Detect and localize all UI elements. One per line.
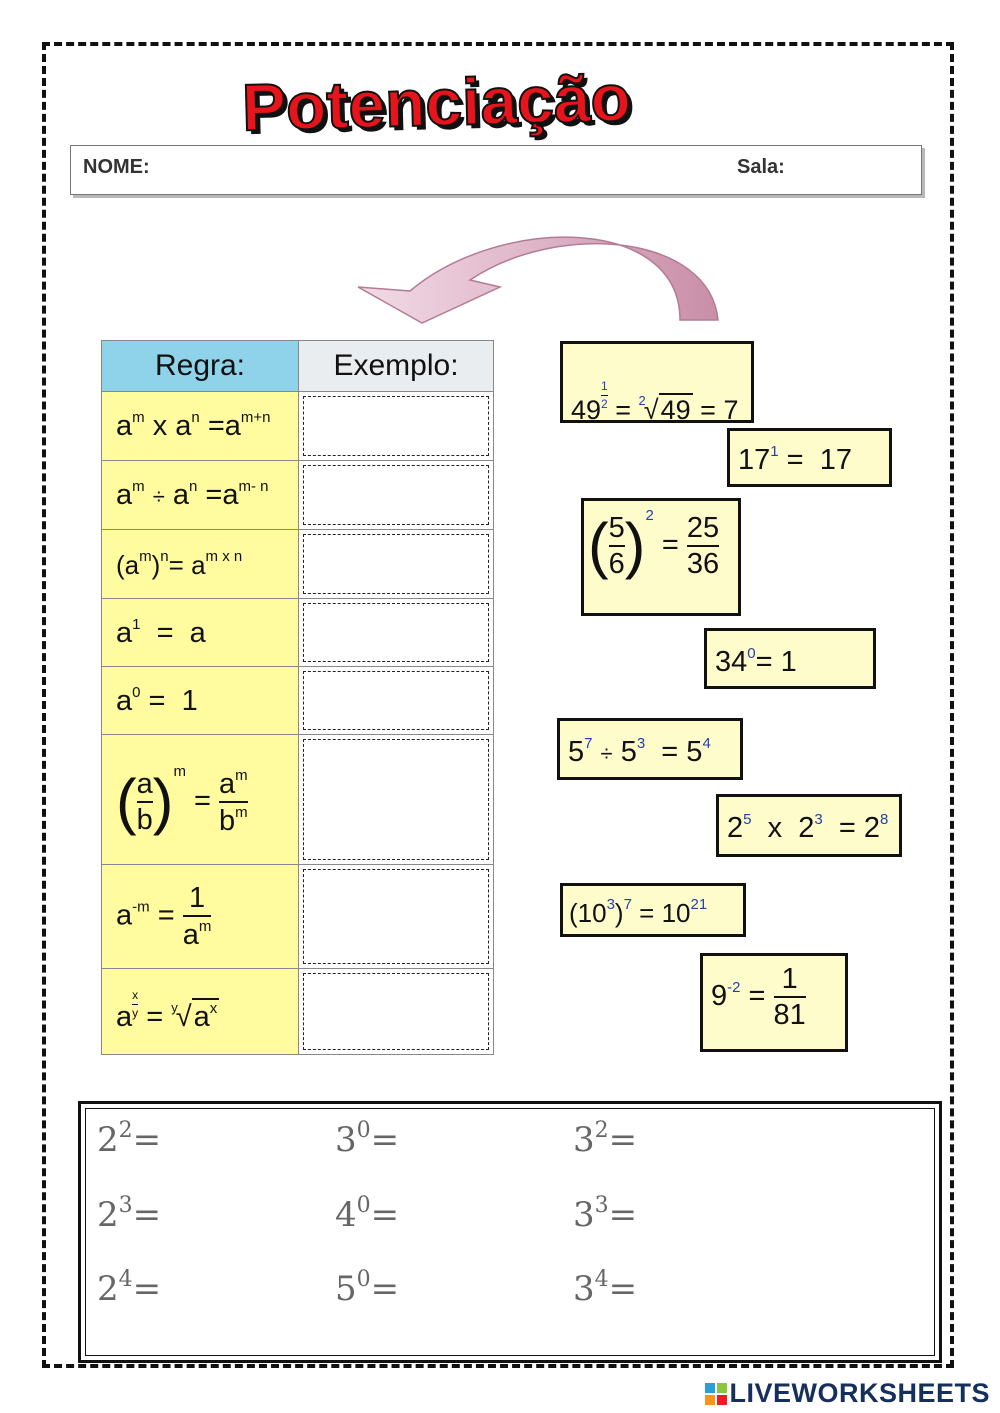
liveworksheets-logo-icon <box>705 1383 728 1405</box>
name-label: NOME: <box>83 156 150 178</box>
title-shadow: Potenciação <box>245 64 636 142</box>
rules-table: Regra: Exemplo: am x an =am+n am ÷ an =a… <box>101 340 494 1055</box>
footer-brand-text: LIVEWORKSHEETS <box>729 1378 990 1408</box>
page-border <box>42 42 954 1368</box>
exercise-item[interactable]: 23= <box>97 1193 162 1235</box>
footer-brand[interactable]: LIVEWORKSHEETS <box>705 1378 990 1409</box>
rule-quotient: am ÷ an =am- n <box>101 460 299 530</box>
rule-power-of-power: (am)n= am x n <box>101 529 299 599</box>
title-text: Potenciação <box>241 62 632 142</box>
example-slot-2[interactable] <box>298 460 494 530</box>
exercise-item[interactable]: 22= <box>97 1118 162 1160</box>
example-card-power-of-power[interactable]: (103)7 = 1021 <box>560 883 746 937</box>
example-card-quotient[interactable]: 57 ÷ 53 = 54 <box>557 718 743 780</box>
room-label: Sala: <box>737 156 785 178</box>
exercise-item[interactable]: 32= <box>573 1118 638 1160</box>
exercise-item[interactable]: 50= <box>335 1267 400 1309</box>
column-header-example: Exemplo: <box>298 340 494 392</box>
table-row: am x an =am+n <box>101 391 494 461</box>
rule-exponent-one: a1 = a <box>101 598 299 667</box>
example-slot-8[interactable] <box>298 968 494 1055</box>
column-header-rule: Regra: <box>101 340 299 392</box>
table-row: a1 = a <box>101 598 494 667</box>
example-card-exp-one[interactable]: 171 = 17 <box>727 428 892 487</box>
example-card-product[interactable]: 25 x 23 = 28 <box>716 794 902 857</box>
exercise-item[interactable]: 40= <box>335 1193 400 1235</box>
exercise-box <box>78 1101 942 1363</box>
example-slot-4[interactable] <box>298 598 494 667</box>
example-slot-5[interactable] <box>298 666 494 735</box>
exercise-item[interactable]: 34= <box>573 1267 638 1309</box>
name-room-bar: NOME: Sala: <box>70 145 922 195</box>
example-card-exp-zero[interactable]: 340= 1 <box>704 628 876 689</box>
example-slot-3[interactable] <box>298 529 494 599</box>
exercise-item[interactable]: 30= <box>335 1118 400 1160</box>
rule-exponent-zero: a0 = 1 <box>101 666 299 735</box>
page-title: Potenciação Potenciação <box>240 59 730 148</box>
exercise-item[interactable]: 33= <box>573 1193 638 1235</box>
exercise-item[interactable]: 24= <box>97 1267 162 1309</box>
rule-product: am x an =am+n <box>101 391 299 461</box>
table-row: am ÷ an =am- n <box>101 460 494 530</box>
table-row: a0 = 1 <box>101 666 494 735</box>
example-slot-6[interactable] <box>298 734 494 865</box>
example-slot-1[interactable] <box>298 391 494 461</box>
table-row: (am)n= am x n <box>101 529 494 599</box>
example-slot-7[interactable] <box>298 864 494 969</box>
curved-arrow-icon <box>350 225 730 330</box>
